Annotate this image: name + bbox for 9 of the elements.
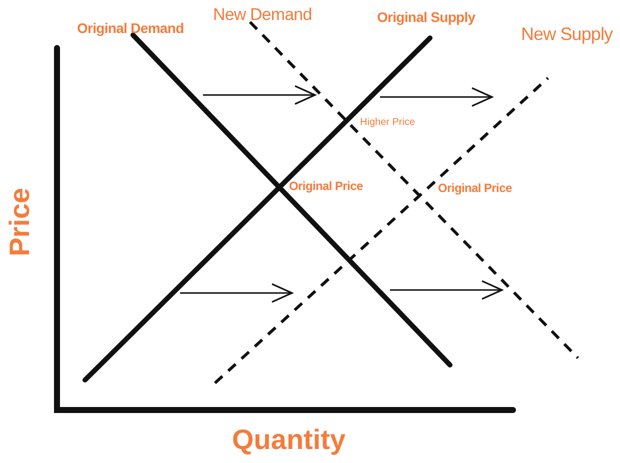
point-label: Original Price [289, 180, 363, 192]
axis-title: Price [6, 188, 34, 256]
curve-label: New Supply [521, 25, 613, 43]
curve-label: Original Supply [377, 10, 476, 24]
axis-title: Quantity [232, 426, 346, 454]
point-label: Original Price [438, 182, 512, 194]
curve-label: Original Demand [77, 21, 184, 35]
point-label: Higher Price [360, 118, 416, 128]
curve-label: New Demand [213, 6, 312, 23]
